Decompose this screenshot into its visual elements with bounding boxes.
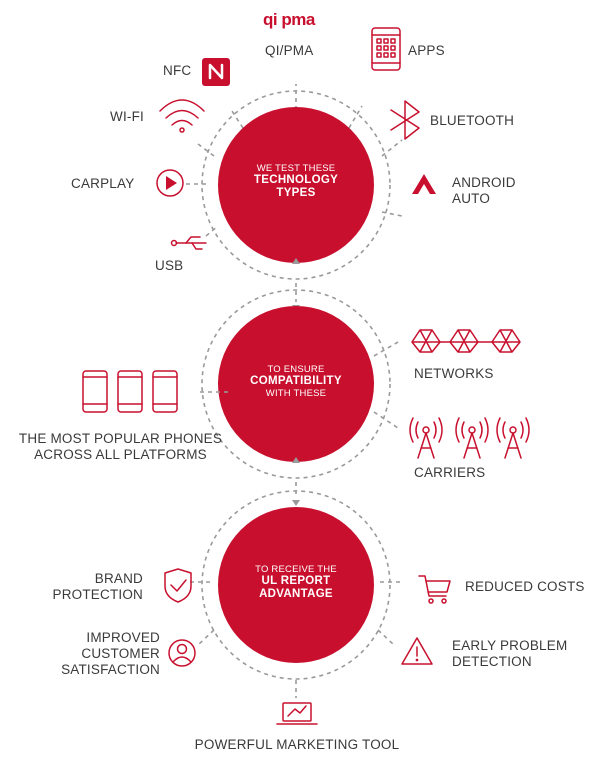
connector-1-2 <box>292 258 300 311</box>
hub-technology-line1: WE TEST THESE <box>256 163 336 174</box>
laptop-icon <box>276 702 318 725</box>
carplay-icon <box>156 169 184 197</box>
hub-technology-line3: TYPES <box>276 187 316 199</box>
android-auto-icon <box>412 174 436 194</box>
label-phones-line2: ACROSS ALL PLATFORMS <box>34 447 207 462</box>
label-nfc: NFC <box>163 63 192 78</box>
hub-compatibility-line1: TO ENSURE <box>267 364 325 375</box>
label-phones: THE MOST POPULAR PHONES ACROSS ALL PLATF… <box>8 431 233 463</box>
label-android-auto-line1: ANDROID <box>452 175 516 190</box>
qi-pma-logo-text: qi pma <box>263 10 315 29</box>
label-qi-pma: QI/PMA <box>265 43 314 58</box>
cart-icon <box>418 575 451 604</box>
carplay-play-icon <box>166 176 177 190</box>
label-brand-line1: BRAND <box>94 571 143 586</box>
label-detection-line2: DETECTION <box>452 654 532 669</box>
hub-compatibility: TO ENSURE COMPATIBILITY WITH THESE <box>244 364 348 399</box>
label-android-auto-line2: AUTO <box>452 191 491 206</box>
networks-icon <box>411 329 521 353</box>
carriers-icon <box>409 417 530 459</box>
nfc-icon <box>202 58 230 86</box>
spokes-hub-1 <box>186 84 403 237</box>
connector-2-3 <box>292 457 300 506</box>
label-usb: USB <box>155 258 184 273</box>
label-early-detection: EARLY PROBLEM DETECTION <box>452 638 567 670</box>
warning-icon <box>401 637 433 665</box>
label-satisfaction-line3: SATISFACTION <box>61 662 160 677</box>
qi-pma-logo: qi pma <box>263 10 331 32</box>
spokes-hub-3 <box>190 581 404 698</box>
hub-advantage: TO RECEIVE THE UL REPORT ADVANTAGE <box>244 564 348 601</box>
label-wifi: WI-FI <box>110 109 144 124</box>
shield-icon <box>164 568 192 603</box>
hub-technology-line2: TECHNOLOGY <box>253 174 339 186</box>
hub-2-ring <box>201 289 391 479</box>
label-marketing-tool: POWERFUL MARKETING TOOL <box>194 737 400 752</box>
label-carplay: CARPLAY <box>71 176 135 191</box>
hub-1-disc <box>218 107 374 263</box>
hub-advantage-line2: UL REPORT <box>261 575 331 587</box>
hub-1-ring <box>201 90 391 280</box>
label-networks: NETWORKS <box>414 366 494 381</box>
label-bluetooth: BLUETOOTH <box>430 113 515 128</box>
hub-technology: WE TEST THESE TECHNOLOGY TYPES <box>244 163 348 200</box>
phones-icon <box>82 370 178 413</box>
hub-advantage-line1: TO RECEIVE THE <box>255 564 337 575</box>
usb-icon <box>170 236 207 250</box>
label-phones-line1: THE MOST POPULAR PHONES <box>18 431 223 446</box>
hub-compatibility-line2: COMPATIBILITY <box>250 375 342 387</box>
spokes-hub-2 <box>200 341 399 429</box>
bluetooth-icon <box>390 100 420 140</box>
hub-2-disc <box>218 306 374 462</box>
hub-compatibility-line3: WITH THESE <box>265 388 327 399</box>
label-brand-line2: PROTECTION <box>52 587 143 602</box>
hub-3-disc <box>218 507 374 663</box>
apps-icon <box>371 27 401 71</box>
label-customer-satisfaction: IMPROVED CUSTOMER SATISFACTION <box>40 630 160 678</box>
hub-3-ring <box>201 490 391 680</box>
label-detection-line1: EARLY PROBLEM <box>452 638 568 653</box>
label-reduced-costs: REDUCED COSTS <box>465 579 585 594</box>
label-carriers: CARRIERS <box>414 465 486 480</box>
label-apps: APPS <box>408 43 445 58</box>
customer-icon <box>168 639 196 667</box>
label-brand-protection: BRAND PROTECTION <box>48 571 143 603</box>
label-satisfaction-line2: CUSTOMER <box>81 646 160 661</box>
label-android-auto: ANDROID AUTO <box>452 175 516 207</box>
label-satisfaction-line1: IMPROVED <box>86 630 160 645</box>
hub-advantage-line3: ADVANTAGE <box>259 588 333 600</box>
wifi-icon <box>159 99 205 133</box>
